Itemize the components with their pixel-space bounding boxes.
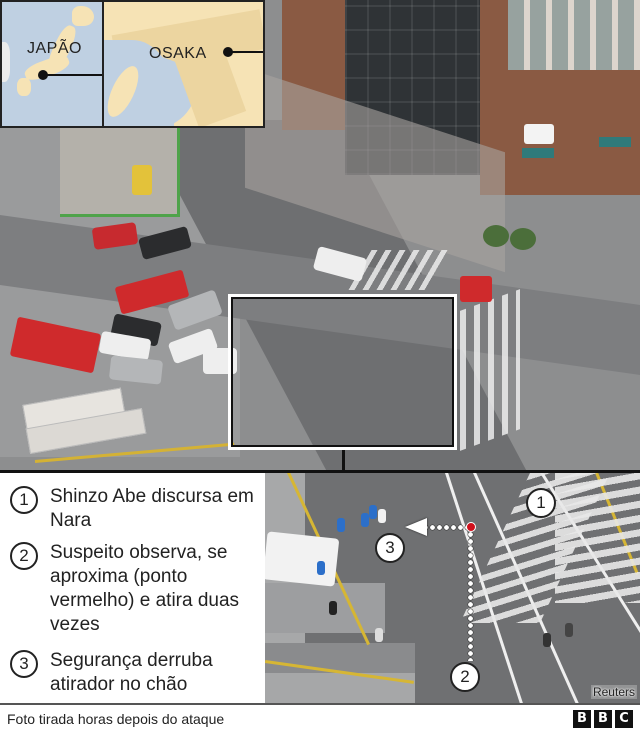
map-label-osaka: OSAKA [149, 45, 207, 62]
person [329, 601, 337, 615]
person [375, 628, 383, 642]
van [265, 531, 340, 587]
tree [483, 225, 509, 247]
arrow-left-icon [405, 518, 427, 536]
bbc-logo-block: B [573, 710, 591, 728]
map-inset-osaka: OSAKA [102, 0, 265, 128]
map-land-kyushu [17, 78, 31, 96]
awning [599, 137, 631, 147]
aerial-photo-overview: JAPÃO OSAKA [0, 0, 640, 470]
map-leader-line [46, 74, 102, 76]
sidewalk [265, 583, 385, 633]
store-sign [524, 124, 554, 144]
fire-truck [460, 276, 492, 302]
photo-credit: Reuters [590, 685, 637, 699]
step-marker-2: 2 [450, 662, 480, 692]
tree [510, 228, 536, 250]
legend-item-1: 1 Shinzo Abe discursa em Nara [10, 485, 260, 533]
bbc-logo: B B C [573, 710, 633, 728]
suspect-position-dot [466, 522, 476, 532]
map-land-korea [2, 42, 10, 82]
footer-caption: Foto tirada horas depois do ataque [7, 711, 225, 727]
legend-text: Shinzo Abe discursa em Nara [50, 486, 254, 531]
legend-number-badge: 3 [10, 650, 38, 678]
person [543, 633, 551, 647]
section-divider [0, 703, 640, 705]
person [317, 561, 325, 575]
legend-text: Segurança derruba atirador no chão [50, 650, 213, 695]
legend-panel: 1 Shinzo Abe discursa em Nara 2 Suspeito… [0, 473, 265, 703]
person [369, 505, 377, 519]
step-marker-1: 1 [526, 488, 556, 518]
person [337, 518, 345, 532]
building-windows [508, 0, 640, 70]
excavator [132, 165, 152, 195]
map-inset-japan: JAPÃO [0, 0, 104, 128]
highlight-connector-line [342, 450, 345, 470]
map-leader-line [230, 51, 263, 53]
map-label-japan: JAPÃO [27, 40, 82, 57]
suspect-path-horizontal [415, 524, 468, 531]
legend-item-2: 2 Suspeito observa, se aproxima (ponto v… [10, 541, 260, 637]
building-brick-right [480, 0, 640, 195]
awning [522, 148, 554, 158]
legend-text: Suspeito observa, se aproxima (ponto ver… [50, 542, 240, 635]
bbc-logo-block: C [615, 710, 633, 728]
crosswalk [555, 473, 640, 603]
section-divider [0, 470, 640, 473]
suspect-path-vertical [467, 531, 474, 661]
person [565, 623, 573, 637]
zoomed-photo-panel: 1 2 3 Reuters [265, 473, 640, 703]
van [203, 348, 237, 374]
person [378, 509, 386, 523]
legend-item-3: 3 Segurança derruba atirador no chão [10, 649, 260, 697]
map-marker-dot [223, 47, 233, 57]
bbc-logo-block: B [594, 710, 612, 728]
person [361, 513, 369, 527]
crosswalk [460, 289, 520, 451]
map-marker-dot [38, 70, 48, 80]
map-land-hokkaido [72, 6, 94, 26]
construction-site [60, 127, 180, 217]
highlight-rectangle [228, 294, 457, 450]
legend-number-badge: 2 [10, 542, 38, 570]
step-marker-3: 3 [375, 533, 405, 563]
legend-number-badge: 1 [10, 486, 38, 514]
